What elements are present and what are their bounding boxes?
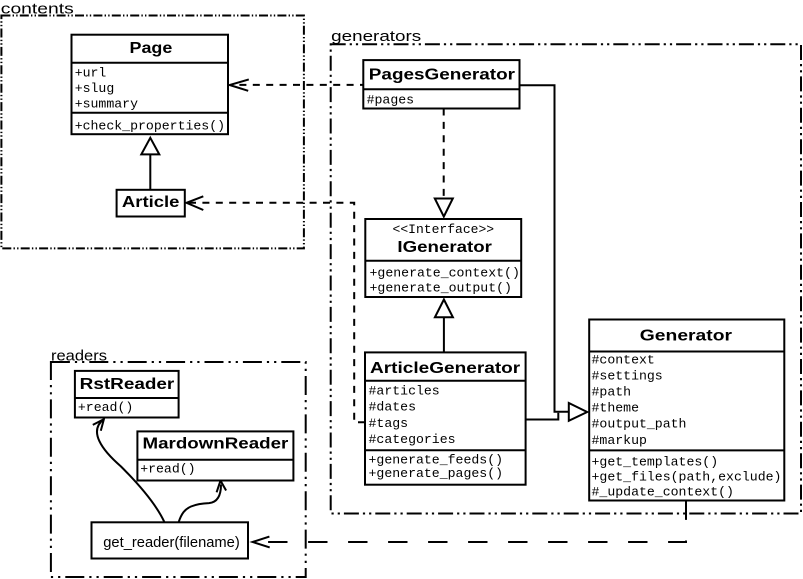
svg-text:#_update_context(): #_update_context() <box>592 484 734 499</box>
svg-text:+read(): +read() <box>78 400 133 415</box>
svg-text:#path: #path <box>592 385 632 400</box>
svg-text:#dates: #dates <box>369 400 416 415</box>
svg-text:#context: #context <box>592 353 655 368</box>
svg-text:#pages: #pages <box>367 93 414 108</box>
svg-text:#theme: #theme <box>592 401 640 416</box>
svg-text:Generator: Generator <box>640 328 732 345</box>
svg-text:+get_templates(): +get_templates() <box>592 455 719 470</box>
svg-text:Page: Page <box>130 40 173 57</box>
svg-text:+generate_feeds(): +generate_feeds() <box>369 453 504 468</box>
svg-text:RstReader: RstReader <box>80 376 175 393</box>
svg-text:<<Interface>>: <<Interface>> <box>393 222 495 237</box>
svg-text:generators: generators <box>331 28 421 45</box>
svg-text:IGenerator: IGenerator <box>397 239 492 256</box>
svg-text:#articles: #articles <box>369 383 440 398</box>
svg-text:#categories: #categories <box>369 432 456 447</box>
svg-text:+get_files(path,exclude): +get_files(path,exclude) <box>592 469 782 484</box>
svg-text:+summary: +summary <box>75 97 138 112</box>
svg-text:+generate_context(): +generate_context() <box>370 266 520 281</box>
svg-text:get_reader(filename): get_reader(filename) <box>103 534 240 551</box>
svg-text:+generate_pages(): +generate_pages() <box>369 466 504 481</box>
svg-text:PagesGenerator: PagesGenerator <box>369 67 515 84</box>
svg-text:#tags: #tags <box>369 416 409 431</box>
svg-text:+url: +url <box>75 66 107 81</box>
svg-text:+generate_output(): +generate_output() <box>370 280 512 295</box>
svg-text:contents: contents <box>1 0 74 17</box>
svg-text:#output_path: #output_path <box>592 417 687 432</box>
svg-text:readers: readers <box>51 347 107 364</box>
svg-text:+read(): +read() <box>140 461 195 476</box>
svg-text:#markup: #markup <box>592 433 647 448</box>
svg-text:MardownReader: MardownReader <box>143 436 289 453</box>
svg-text:ArticleGenerator: ArticleGenerator <box>370 360 520 377</box>
svg-text:Article: Article <box>122 194 180 211</box>
svg-text:#settings: #settings <box>592 369 663 384</box>
svg-text:+check_properties(): +check_properties() <box>75 118 225 133</box>
svg-text:+slug: +slug <box>75 81 115 96</box>
